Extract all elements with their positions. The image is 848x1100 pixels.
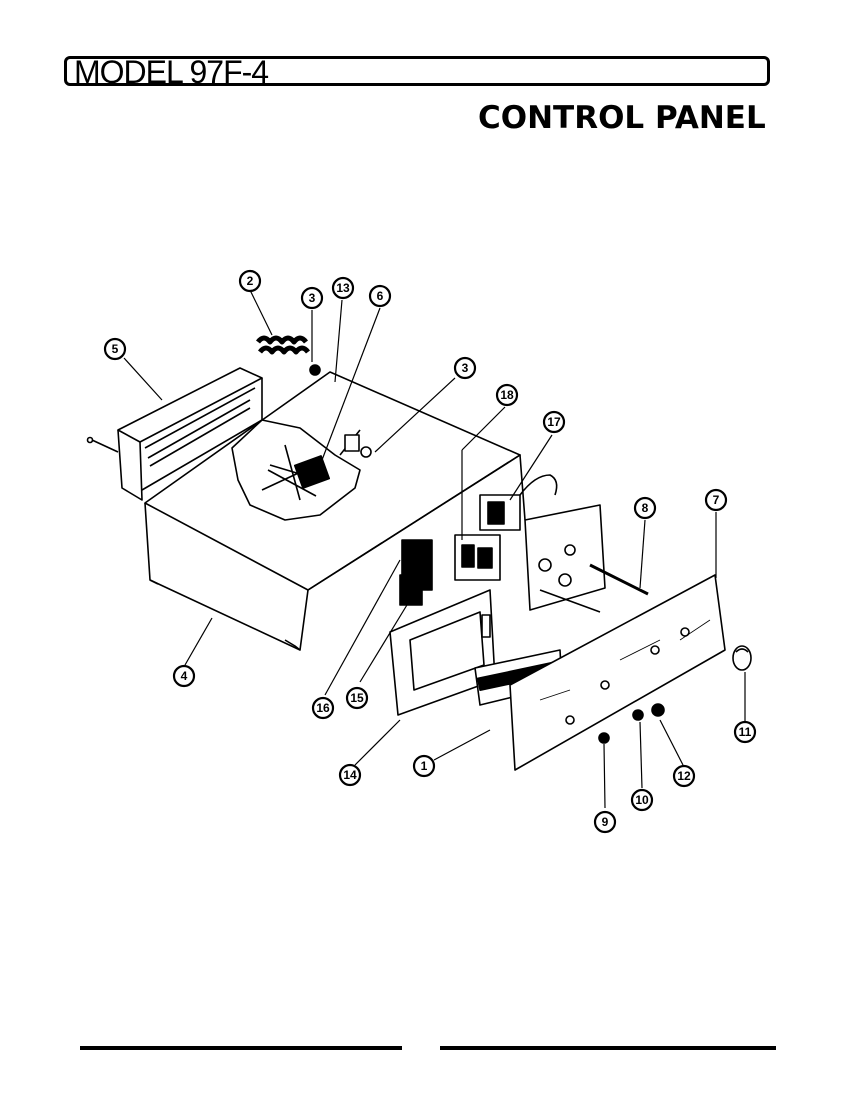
callout-circle-18	[495, 383, 519, 407]
callout-17-label: 17	[547, 415, 561, 429]
callout-5-label: 5	[112, 342, 119, 356]
callout-18-label: 18	[500, 388, 514, 402]
callout-circle-3a	[300, 286, 324, 310]
callout-9-label: 9	[602, 815, 609, 829]
model-title-frame	[64, 56, 770, 86]
callout-circle-1	[412, 754, 436, 778]
vent-duct-part-5	[86, 367, 263, 501]
leader-lines	[123, 289, 746, 809]
callout-circle-12	[672, 764, 696, 788]
switch-block-part-18	[454, 534, 501, 581]
callout-8-label: 8	[642, 501, 649, 515]
callout-circle-8	[633, 496, 657, 520]
callout-16-label: 16	[316, 701, 330, 715]
front-panel-part-7	[509, 574, 726, 771]
button-part-12	[651, 703, 665, 717]
callout-circle-9	[593, 810, 617, 834]
callout-3b-label: 3	[462, 361, 469, 375]
display-frame-part-14	[389, 589, 496, 716]
callout-circle-7	[704, 488, 728, 512]
callout-4-label: 4	[181, 669, 188, 683]
screw-part-9	[598, 732, 610, 744]
callout-circle-6	[368, 284, 392, 308]
callout-10-label: 10	[635, 793, 649, 807]
fan-assembly	[231, 419, 372, 521]
callout-12-label: 12	[677, 769, 691, 783]
footer-rule-right	[440, 1046, 776, 1050]
callout-circle-10	[630, 788, 654, 812]
callout-circle-2	[238, 269, 262, 293]
callout-circle-3b	[453, 356, 477, 380]
callout-circle-15	[345, 686, 369, 710]
rod-part-8	[589, 563, 649, 596]
rear-bracket	[524, 504, 606, 613]
button-part-10	[632, 709, 644, 721]
callout-circle-16	[311, 696, 335, 720]
knob-part-11	[732, 645, 752, 671]
callout-1-label-main: 1	[421, 759, 428, 773]
callout-circle-13	[331, 276, 355, 300]
callout-circle-4	[172, 664, 196, 688]
selector-switch-part-16	[399, 539, 433, 606]
callout-13-label: 13	[336, 281, 350, 295]
callout-3a-label: 3	[309, 291, 316, 305]
timer-part-17	[479, 474, 558, 531]
callout-6-label: 6	[377, 289, 384, 303]
model-title: MODEL 97F-4	[74, 54, 269, 90]
callout-15-label: 15	[350, 691, 364, 705]
callout-1-label: 2	[247, 274, 254, 288]
section-title: CONTROL PANEL	[478, 100, 766, 136]
spring-part-2	[256, 335, 321, 376]
callout-14-label: 14	[343, 768, 357, 782]
footer-rule-left	[80, 1046, 402, 1050]
callout-circle-17	[542, 410, 566, 434]
callout-7-label: 7	[713, 493, 720, 507]
callout-11-label: 11	[739, 725, 752, 739]
callout-circle-14	[338, 763, 362, 787]
callout-circle-11	[733, 720, 757, 744]
callout-circle-5	[103, 337, 127, 361]
